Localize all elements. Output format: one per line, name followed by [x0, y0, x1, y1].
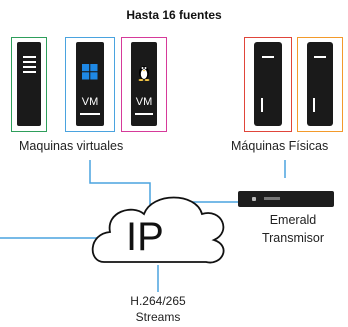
diagram-title: Hasta 16 fuentes: [126, 8, 222, 22]
pc-tower-icon: [307, 42, 333, 126]
streams-label: H.264/265 Streams: [108, 293, 208, 325]
pc-tower-icon: [254, 42, 282, 126]
server-source-frame: [11, 37, 47, 132]
server-icon: [17, 42, 41, 126]
ip-label: IP: [126, 215, 164, 259]
transmitter-label-line2: Transmisor: [261, 231, 325, 245]
linux-vm-frame: VM: [121, 37, 167, 132]
connector-virtual: [89, 160, 151, 205]
transmitter-label: Emerald Transmisor: [250, 211, 336, 247]
physical-pc-frame-1: [244, 37, 292, 132]
emerald-transmitter-device: [238, 191, 334, 207]
physical-machines-label: Máquinas Físicas: [231, 139, 329, 153]
windows-vm-frame: VM: [65, 37, 115, 132]
windows-icon: [82, 64, 98, 80]
ip-cloud: [91, 196, 225, 264]
linux-tux-icon: [138, 66, 150, 81]
streams-label-line2: Streams: [135, 310, 181, 324]
linux-vm-tower: VM: [131, 42, 157, 126]
windows-vm-tower: VM: [76, 42, 104, 126]
vm-badge-windows: VM: [81, 96, 99, 108]
physical-pc-frame-2: [297, 37, 343, 132]
vm-badge-linux: VM: [135, 96, 153, 108]
streams-label-line1: H.264/265: [130, 294, 186, 308]
virtual-machines-label: Maquinas virtuales: [19, 139, 124, 153]
transmitter-label-line1: Emerald: [269, 213, 317, 227]
